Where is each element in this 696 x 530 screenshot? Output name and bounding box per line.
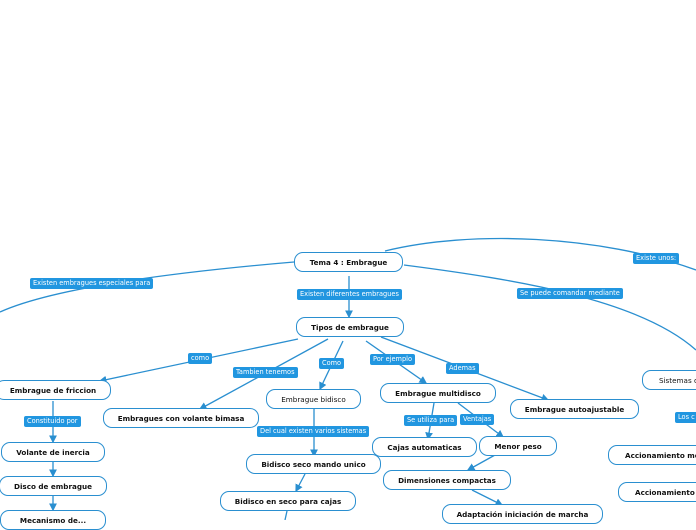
link-label-del-cual: Del cual existen varios sistemas [257,426,370,437]
node-multidisco[interactable]: Embrague multidisco [380,383,496,403]
node-accionamiento-r[interactable]: Accionamiento r [618,482,696,502]
node-bidisco-cajas[interactable]: Bidisco en seco para cajas [220,491,356,511]
node-adaptacion[interactable]: Adaptación iniciación de marcha [442,504,603,524]
node-tipos[interactable]: Tipos de embrague [296,317,404,337]
node-bimasa[interactable]: Embragues con volante bimasa [103,408,259,428]
link-label-como-2: Como [319,358,345,369]
node-sistemas[interactable]: Sistemas d [642,370,696,390]
link-label-existe-unos: Existe unos: [633,253,680,264]
node-autoajustable[interactable]: Embrague autoajustable [510,399,639,419]
link-label-los-c: Los c [675,412,696,423]
node-dimensiones-compactas[interactable]: Dimensiones compactas [383,470,511,490]
node-mecanismo[interactable]: Mecanismo de... [0,510,106,530]
link-label-especiales: Existen embragues especiales para [30,278,154,289]
link-label-constituido: Constituido por [24,416,81,427]
link-label-diferentes: Existen diferentes embragues [297,289,402,300]
link-label-ademas: Ademas [446,363,479,374]
node-bidisco[interactable]: Embrague bidisco [266,389,361,409]
link-label-como: como [188,353,213,364]
link-label-tambien: Tambien tenemos [233,367,298,378]
node-volante-inercia[interactable]: Volante de inercia [1,442,105,462]
link-label-utiliza: Se utiliza para [404,415,458,426]
node-root[interactable]: Tema 4 : Embrague [294,252,403,272]
link-label-ventajas: Ventajas [460,414,495,425]
node-friccion[interactable]: Embrague de friccion [0,380,111,400]
node-accionamiento-me[interactable]: Accionamiento me [608,445,696,465]
node-menor-peso[interactable]: Menor peso [479,436,557,456]
link-label-ejemplo: Por ejemplo [370,354,416,365]
node-disco[interactable]: Disco de embrague [0,476,107,496]
node-cajas-automaticas[interactable]: Cajas automaticas [372,437,477,457]
node-bidisco-unico[interactable]: Bidisco seco mando unico [246,454,381,474]
link-label-comandar: Se puede comandar mediante [517,288,623,299]
